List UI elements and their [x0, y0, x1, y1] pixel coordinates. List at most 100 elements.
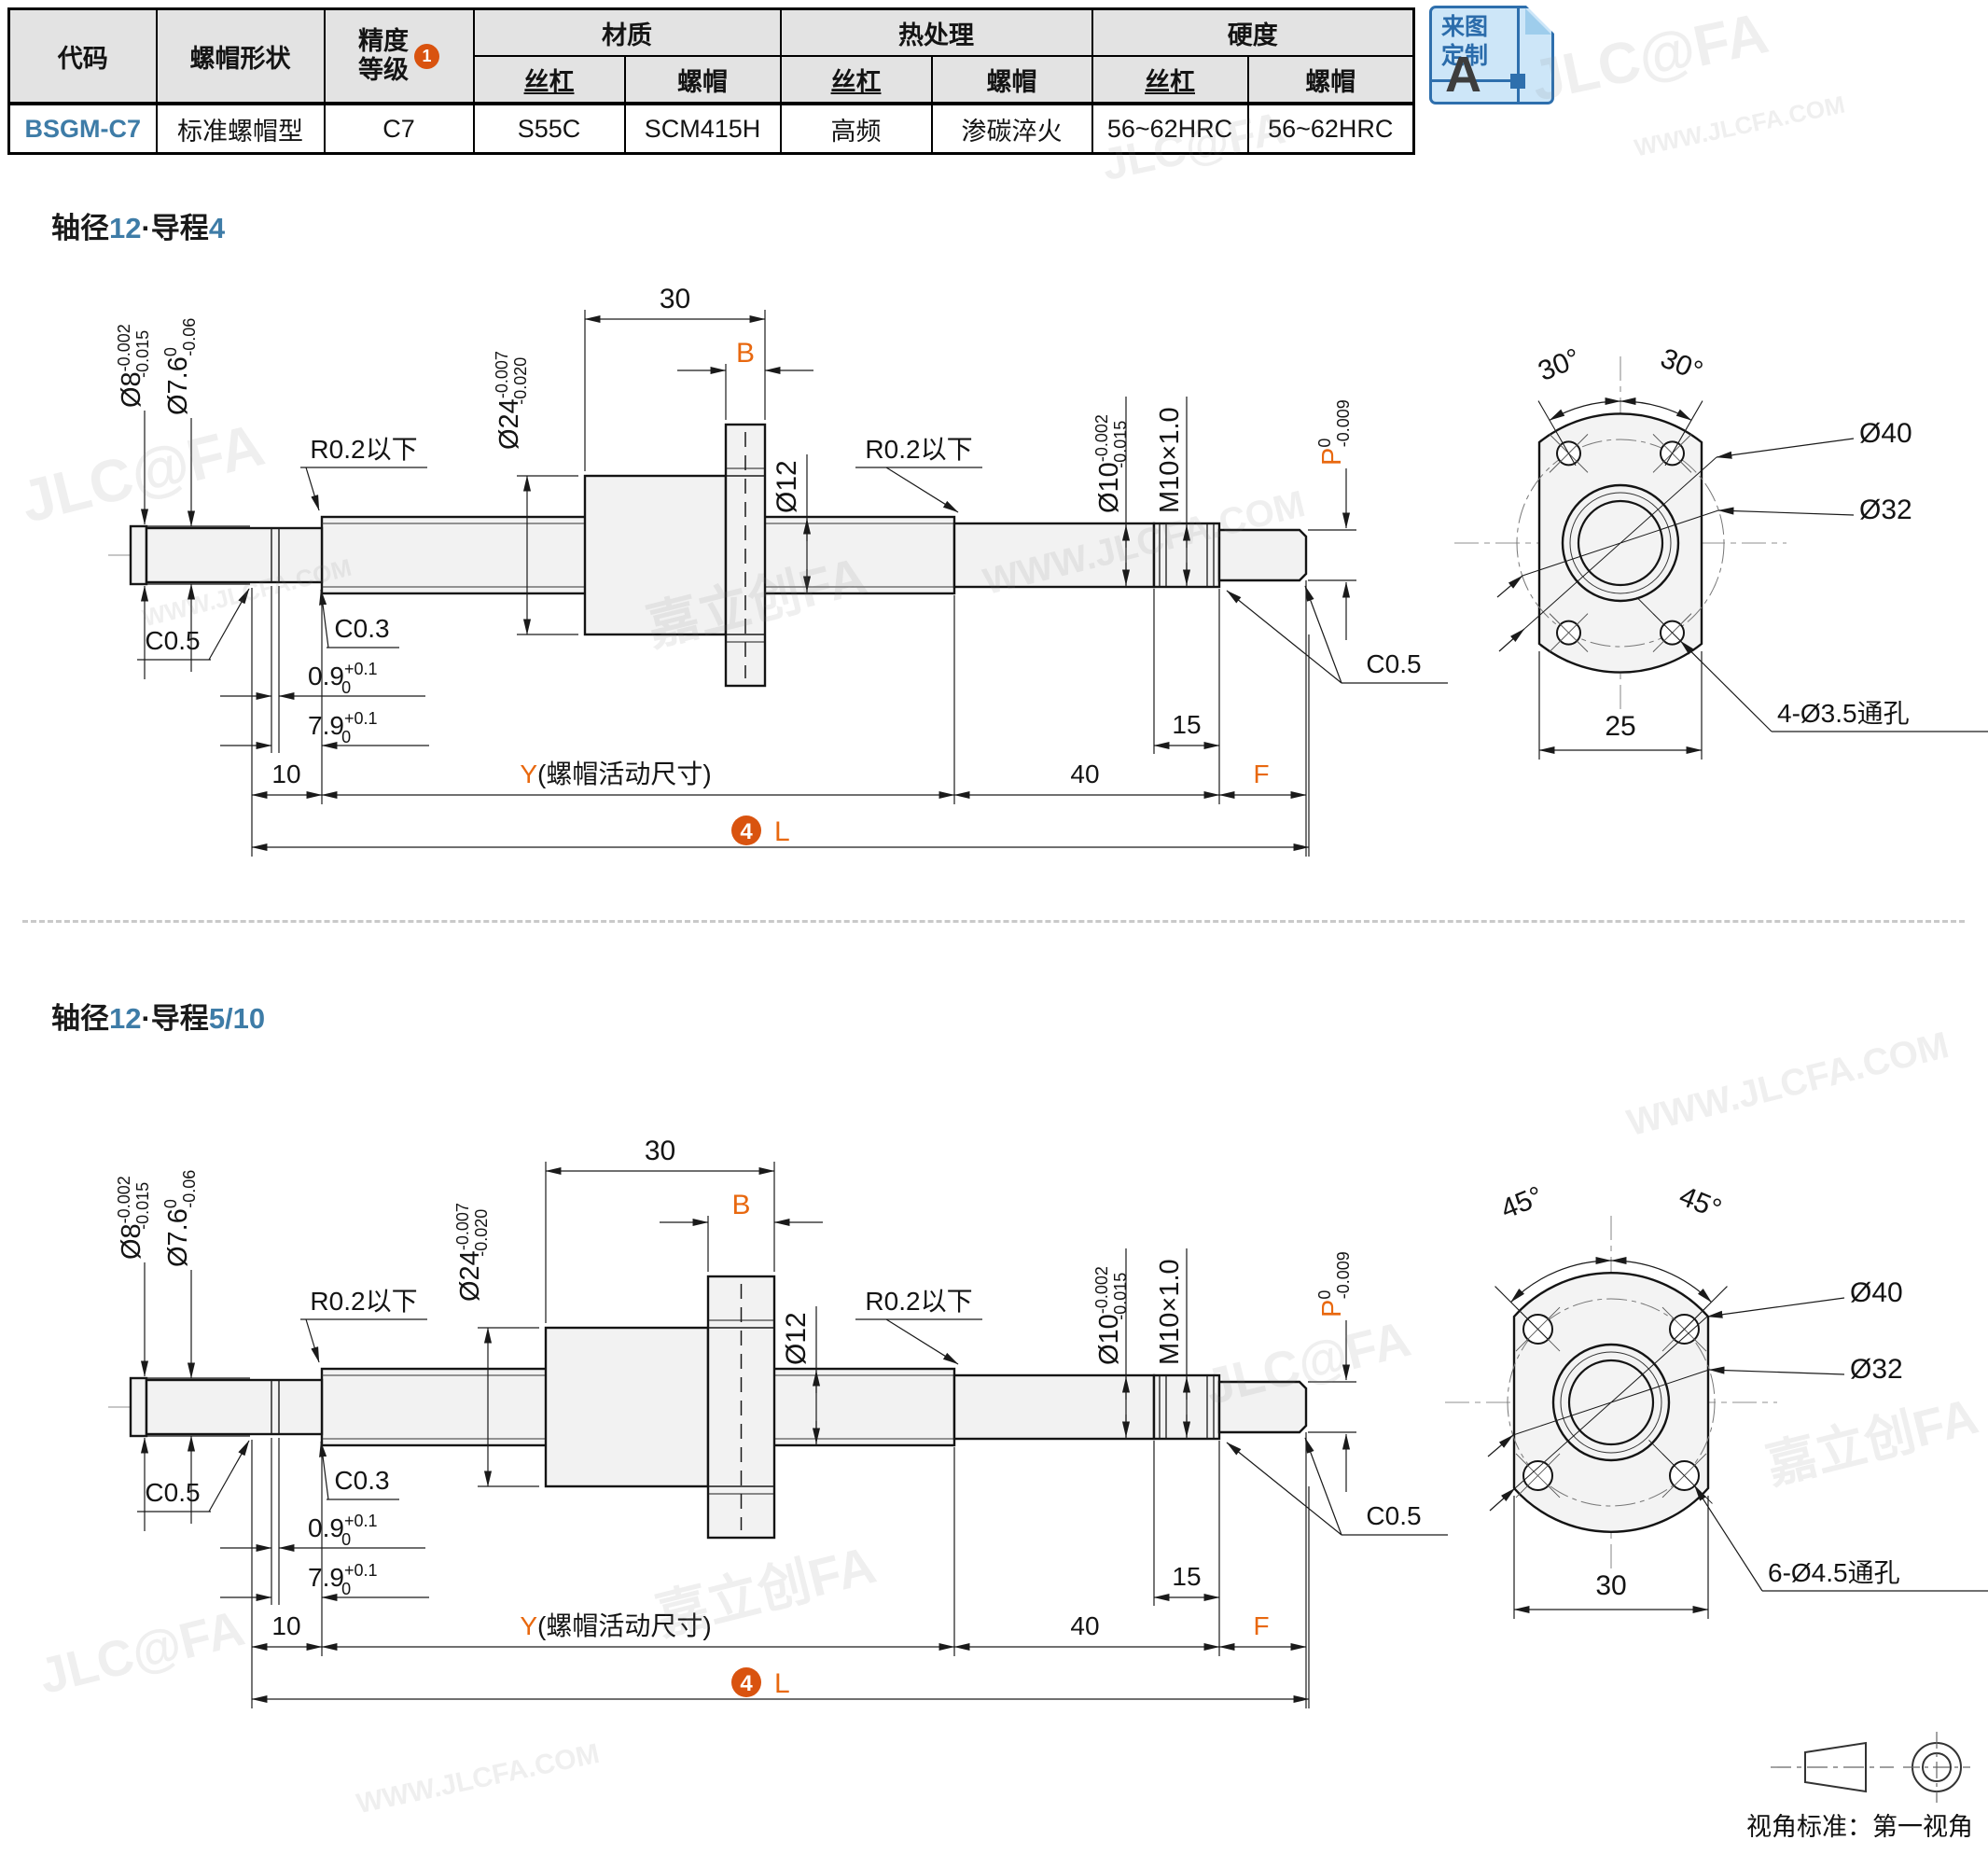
subheader-heat-nut: 螺帽: [930, 55, 1093, 105]
label-c05-right: C0.5: [1366, 649, 1421, 678]
cell-code[interactable]: BSGM-C7: [7, 102, 158, 155]
first-angle-projection-icon: [1771, 1732, 1970, 1803]
section-separator: [22, 920, 1965, 923]
cell-nut-shape: 标准螺帽型: [155, 102, 326, 155]
label-c03: C0.3: [334, 614, 389, 643]
dim-label-B: B: [731, 1190, 750, 1220]
left-stub: [145, 1378, 324, 1436]
dim-label-L: L: [774, 1668, 790, 1699]
badge-letter-a: A: [1445, 47, 1481, 103]
section-title-1: 轴径12·导程4: [51, 212, 226, 244]
angle-arc-left: [1549, 397, 1621, 421]
badge-hline: [1432, 79, 1517, 82]
note-4-badge: [731, 815, 761, 845]
subheader-hardness-screw[interactable]: 丝杠: [1091, 55, 1249, 105]
dim-label-L: L: [774, 816, 790, 847]
dim-label-dia24: Ø24-0.007-0.020: [493, 351, 530, 450]
dim-label-10: 10: [271, 1611, 300, 1640]
bore-circle-inner: [1577, 499, 1664, 587]
view-standard-label: 视角标准：第一视角: [1746, 1813, 1973, 1841]
header-code: 代码: [7, 7, 158, 105]
note-4-badge: [731, 1667, 761, 1697]
dim-label-dia24: Ø24-0.007-0.020: [453, 1203, 491, 1302]
dim-line: [1226, 590, 1342, 684]
dim-line: [1226, 1442, 1342, 1536]
subheader-material-nut: 螺帽: [623, 55, 782, 105]
label-r02-right: R0.2以下: [865, 435, 972, 464]
dim-label-B: B: [736, 338, 755, 369]
hole-mark: [1549, 613, 1589, 652]
left-end-ring: [129, 1376, 148, 1438]
label-c05-left: C0.5: [145, 626, 200, 655]
dim-label-30: 30: [660, 284, 690, 314]
dim-line: [1304, 585, 1342, 684]
side-view: 30BØ24-0.007-0.020Ø12Ø8-0.002-0.015Ø7.60…: [108, 1136, 1448, 1708]
dim-label-dia12: Ø12: [772, 460, 802, 513]
subheader-hardness-nut: 螺帽: [1246, 55, 1415, 105]
dim-label-dia10: Ø10-0.002-0.015: [1092, 414, 1130, 513]
label-c05-left: C0.5: [145, 1478, 200, 1507]
spec-table: 代码 螺帽形状 精度 等级 1 材质 热处理 硬度 丝杠 螺帽 丝杠 螺帽 丝杠…: [7, 7, 1415, 155]
header-nut-shape: 螺帽形状: [155, 7, 326, 105]
dim-label-30: 30: [645, 1136, 675, 1166]
dim-label-m10: M10×1.0: [1155, 407, 1185, 513]
angle-arc-right: [1610, 1256, 1712, 1303]
dim-label-dia8: Ø8-0.002-0.015: [115, 324, 152, 408]
label-dia40: Ø40: [1850, 1277, 1903, 1308]
subheader-heat-screw[interactable]: 丝杠: [779, 55, 933, 105]
bolt-circle: [1516, 439, 1725, 648]
dim-line: [1496, 575, 1523, 598]
angle-radial-line: [1537, 400, 1577, 467]
hole-axis-line: [1648, 1440, 1713, 1504]
dim-label-width: 30: [1595, 1570, 1626, 1601]
dim-label-P: P0-0.009: [1315, 1251, 1353, 1317]
leader-dia32: [1717, 507, 1855, 516]
leader-dia32: [1708, 1366, 1845, 1375]
dim-label-width: 25: [1605, 711, 1635, 742]
leader-dia40: [1716, 438, 1855, 459]
bore-circle-outer: [1561, 483, 1680, 603]
left-end-ring: [129, 524, 148, 586]
header-material: 材质: [472, 7, 782, 57]
dim-label-dia76: Ø7.60-0.06: [161, 1170, 199, 1267]
p-stub: [1217, 528, 1308, 582]
angle-arc-right: [1620, 397, 1692, 421]
bore-circle-outer: [1551, 1343, 1671, 1462]
angle-arc-left: [1510, 1256, 1612, 1303]
note-1-badge: 1: [414, 43, 439, 69]
label-angle-left: 45°: [1496, 1180, 1547, 1225]
watermark-text: JLC@FA: [1525, 1, 1774, 114]
left-stub: [145, 526, 324, 584]
dim-label-m10: M10×1.0: [1155, 1259, 1185, 1365]
dia10-section: [952, 1373, 1156, 1441]
side-view: 30BØ24-0.007-0.020Ø12Ø8-0.002-0.015Ø7.60…: [108, 284, 1448, 857]
angle-radial-line: [1664, 400, 1703, 467]
dim-label-40: 40: [1070, 1611, 1099, 1640]
leader-holes: [1694, 1485, 1763, 1592]
nut-body: [583, 474, 728, 636]
dim-label-Y: Y(螺帽活动尺寸): [520, 760, 711, 788]
bore-circle-mid: [1569, 492, 1672, 594]
label-dia32: Ø32: [1850, 1354, 1903, 1385]
label-through-holes: 6-Ø4.5通孔: [1768, 1558, 1900, 1587]
subheader-material-screw[interactable]: 丝杠: [472, 55, 626, 105]
bore-circle-mid: [1560, 1351, 1662, 1454]
cell-heat-nut: 渗碳淬火: [930, 102, 1093, 155]
dim-label-Y: Y(螺帽活动尺寸): [520, 1611, 711, 1640]
p-stub: [1217, 1380, 1308, 1434]
cone-symbol: [1804, 1741, 1867, 1793]
cell-hardness-nut: 56~62HRC: [1246, 102, 1415, 155]
dim-label-15: 15: [1172, 710, 1201, 739]
precision-line2: 等级: [358, 56, 409, 84]
drawing-lead4: 30BØ24-0.007-0.020Ø12Ø8-0.002-0.015Ø7.60…: [108, 284, 1988, 857]
dim-label-F: F: [1253, 760, 1269, 788]
custom-drawing-badge[interactable]: 来图定制 A: [1429, 6, 1554, 105]
angle-radial-line: [1494, 1286, 1549, 1340]
cell-heat-screw: 高频: [779, 102, 933, 155]
